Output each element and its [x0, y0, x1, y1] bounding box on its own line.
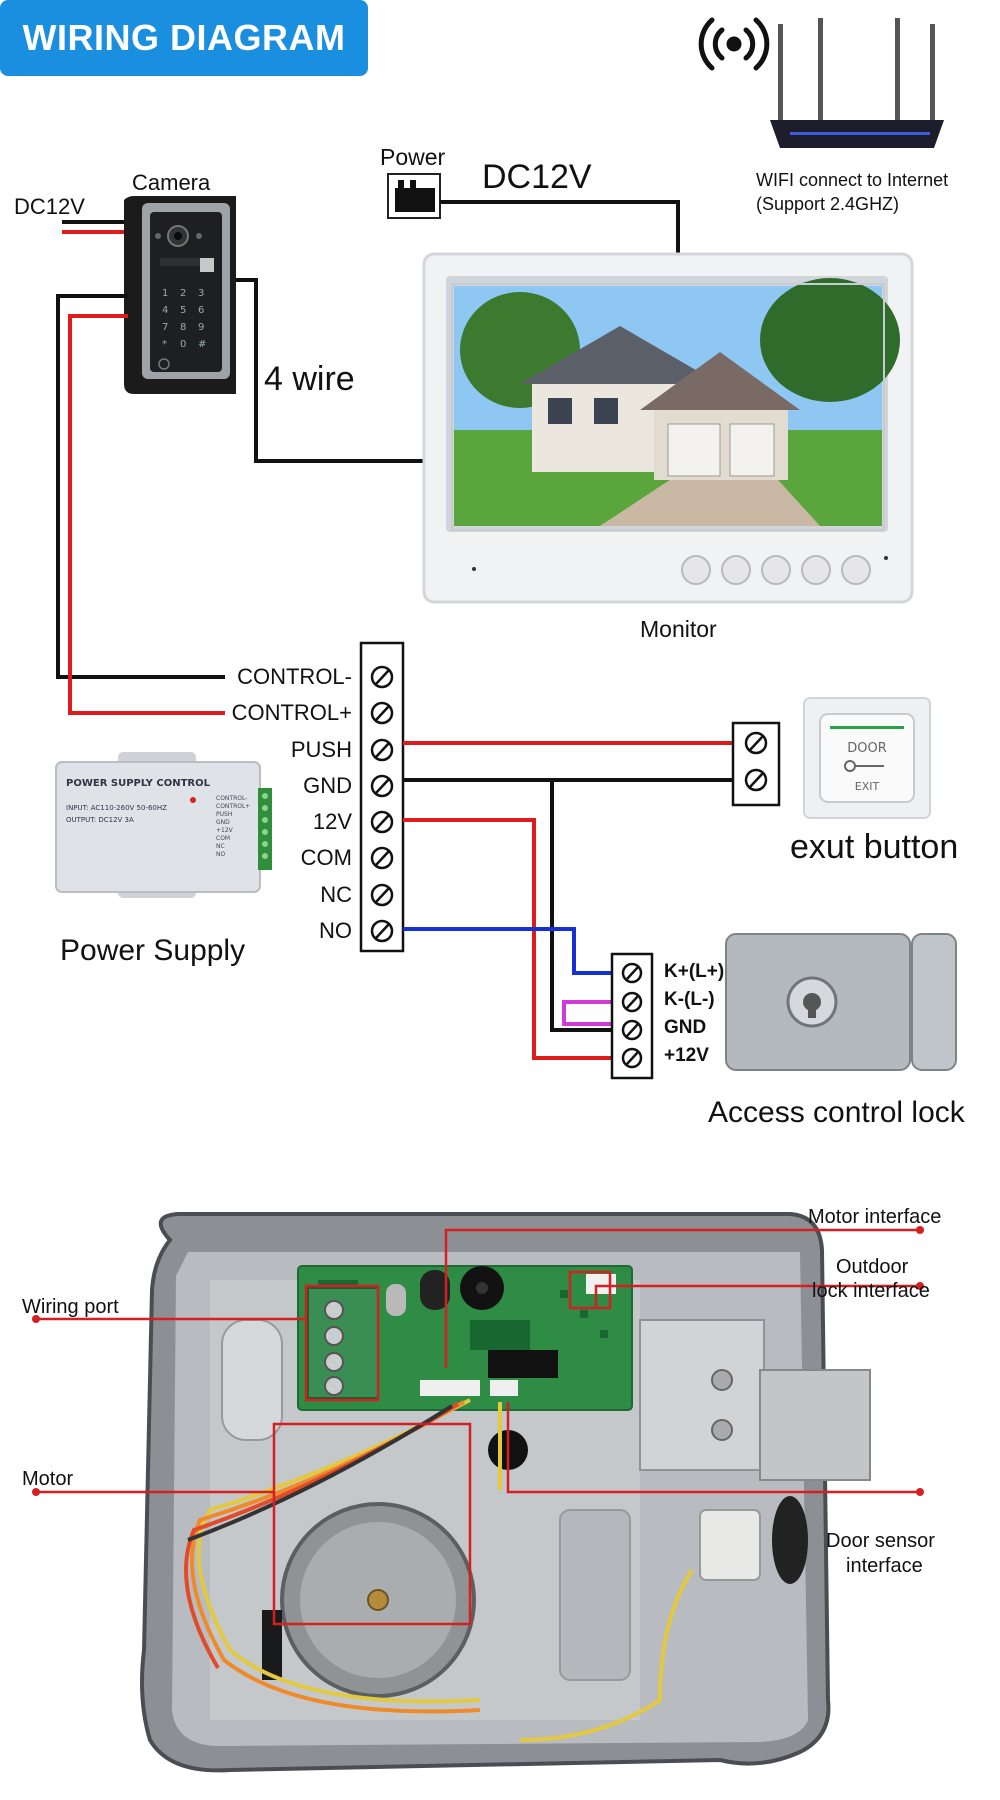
- terminal-label-12v: 12V: [312, 809, 352, 834]
- psu-term: NO: [216, 851, 225, 858]
- wiring-diagram-canvas: 1 2 3 4 5 6 7 8 9 * 0 #: [55, 17, 957, 1080]
- svg-text:6: 6: [198, 305, 204, 316]
- door-camera-icon: 1 2 3 4 5 6 7 8 9 * 0 #: [124, 196, 236, 394]
- callout-outdoor-line1: Outdoor: [836, 1256, 909, 1278]
- exit-button-label: exut button: [790, 828, 959, 866]
- access-lock-label: Access control lock: [708, 1096, 965, 1129]
- control-minus-wire: [56, 294, 225, 679]
- monitor-label: Monitor: [640, 616, 717, 642]
- svg-text:1: 1: [162, 288, 168, 299]
- four-wire-cable: [236, 278, 424, 463]
- lock-label-k-plus: K+(L+): [664, 961, 725, 982]
- gnd-lock-wire: [550, 780, 612, 1032]
- svg-text:0: 0: [180, 339, 186, 350]
- exit-terminal-block: [731, 721, 781, 807]
- wifi-signal-icon: [698, 17, 770, 71]
- title-badge: WIRING DIAGRAM: [0, 0, 368, 76]
- monitor-dc12v-label: DC12V: [482, 158, 592, 196]
- svg-text:9: 9: [198, 322, 204, 333]
- no-blue-wire: [403, 927, 612, 975]
- wifi-label-line2: (Support 2.4GHZ): [756, 194, 900, 214]
- router-icon: [770, 18, 944, 148]
- twelve-volt-wire: [403, 818, 612, 1060]
- power-wire: [440, 200, 680, 254]
- callout-door-sensor-line1: Door sensor: [826, 1530, 935, 1552]
- svg-text:#: #: [198, 339, 206, 350]
- psu-output-text: OUTPUT: DC12V 3A: [66, 816, 134, 824]
- jumper-wire: [562, 1000, 612, 1026]
- lock-label-gnd: GND: [664, 1017, 707, 1038]
- svg-text:5: 5: [180, 305, 186, 316]
- psu-input-text: INPUT: AC110-260V 50-60HZ: [66, 804, 167, 812]
- power-adapter-icon: [387, 173, 441, 219]
- lock-terminal-block: [610, 952, 654, 1080]
- svg-text:7: 7: [162, 322, 168, 333]
- exit-text: EXIT: [855, 780, 880, 793]
- monitor-icon: [422, 252, 914, 604]
- svg-text:*: *: [162, 339, 167, 350]
- psu-term: COM: [216, 835, 230, 842]
- psu-term: PUSH: [216, 811, 232, 818]
- four-wire-label: 4 wire: [264, 360, 355, 398]
- power-supply-icon: POWER SUPPLY CONTROL INPUT: AC110-260V 5…: [55, 752, 272, 898]
- callout-motor: Motor: [22, 1468, 74, 1490]
- psu-term: CONTROL+: [216, 803, 250, 810]
- camera-dc12v-label: DC12V: [14, 194, 85, 219]
- terminal-label-control-plus: CONTROL+: [231, 700, 352, 725]
- terminal-label-com: COM: [300, 845, 352, 870]
- psu-term: GND: [216, 819, 230, 826]
- terminal-block: [359, 641, 405, 953]
- power-supply-label: Power Supply: [60, 934, 246, 967]
- terminal-label-push: PUSH: [290, 737, 352, 762]
- wifi-label-line1: WIFI connect to Internet: [756, 170, 949, 190]
- svg-text:4: 4: [162, 305, 168, 316]
- callout-motor-interface: Motor interface: [808, 1206, 942, 1228]
- door-text: DOOR: [847, 741, 887, 756]
- psu-term: CONTROL-: [216, 795, 247, 802]
- terminal-label-no: NO: [319, 918, 352, 943]
- psu-term: +12V: [216, 827, 234, 834]
- terminal-label-gnd: GND: [303, 773, 352, 798]
- terminal-label-nc: NC: [320, 882, 352, 907]
- power-label: Power: [380, 144, 446, 170]
- access-lock-icon: [725, 933, 957, 1071]
- lock-interior-photo: [32, 1212, 924, 1773]
- callout-door-sensor-line2: interface: [846, 1555, 923, 1577]
- psu-term: NC: [216, 843, 225, 850]
- callout-outdoor-line2: lock interface: [812, 1280, 930, 1302]
- callout-wiring-port: Wiring port: [22, 1296, 119, 1318]
- psu-header-text: POWER SUPPLY CONTROL: [66, 778, 211, 789]
- svg-text:2: 2: [180, 288, 186, 299]
- exit-button-icon: DOOR EXIT: [803, 697, 931, 819]
- lock-label-12v: +12V: [664, 1045, 709, 1066]
- svg-text:8: 8: [180, 322, 186, 333]
- lock-label-k-minus: K-(L-): [664, 989, 715, 1010]
- control-plus-wire: [68, 314, 225, 715]
- terminal-label-control-minus: CONTROL-: [237, 664, 352, 689]
- camera-label: Camera: [132, 170, 211, 195]
- svg-text:3: 3: [198, 288, 204, 299]
